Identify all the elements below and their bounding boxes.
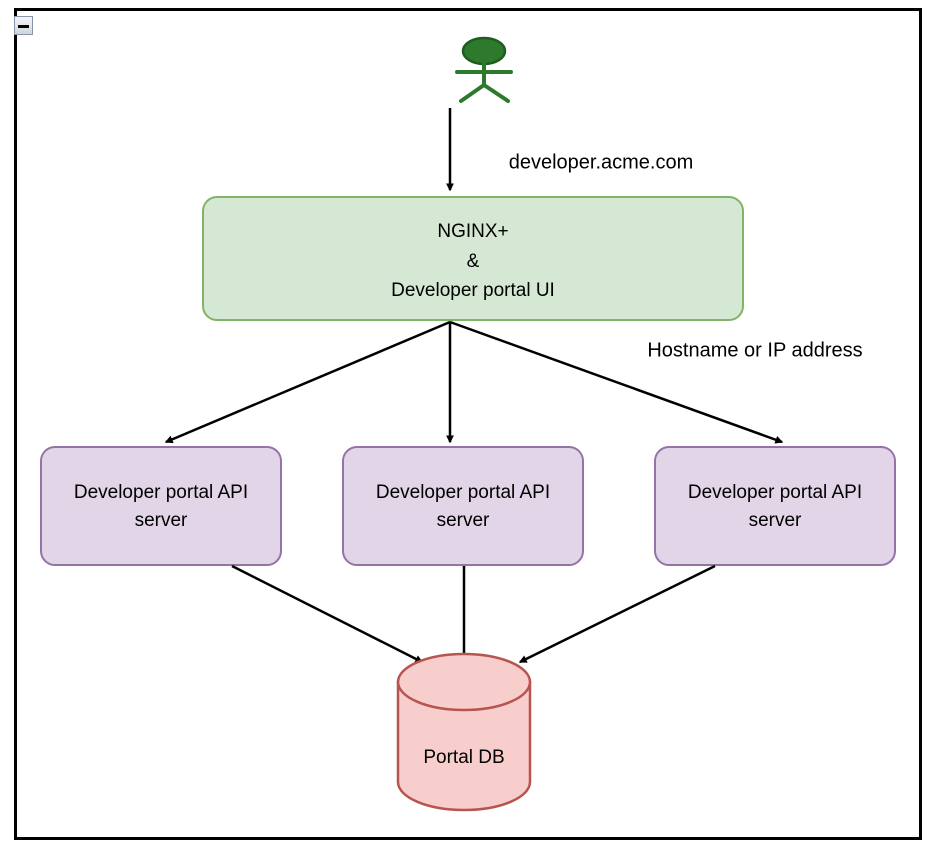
developer-portal-api-server-2[interactable]: Developer portal API server bbox=[342, 446, 584, 566]
api-server-1-box bbox=[40, 446, 282, 566]
nginx-developer-portal-ui[interactable]: NGINX+ & Developer portal UI bbox=[202, 196, 744, 321]
api-server-1-label-line-1: Developer portal API bbox=[74, 482, 248, 503]
api-server-3-label-line-1: Developer portal API bbox=[688, 482, 862, 503]
edge-gateway-to-api-1[interactable] bbox=[164, 320, 451, 444]
gateway-label-line-2: & bbox=[467, 251, 480, 272]
minus-icon bbox=[18, 25, 29, 28]
db-label: Portal DB bbox=[423, 747, 504, 768]
gateway-label-line-1: NGINX+ bbox=[437, 221, 508, 242]
db-cylinder-top bbox=[396, 652, 532, 712]
api-server-2-label-line-1: Developer portal API bbox=[376, 482, 550, 503]
db-cylinder-body bbox=[396, 680, 532, 812]
api-server-3-label-line-2: server bbox=[749, 510, 802, 531]
developer-portal-api-server-3[interactable]: Developer portal API server bbox=[654, 446, 896, 566]
user-actor[interactable] bbox=[455, 36, 513, 103]
edge-api-3-to-db[interactable] bbox=[518, 564, 716, 664]
developer-portal-api-server-1[interactable]: Developer portal API server bbox=[40, 446, 282, 566]
api-server-1-label-line-2: server bbox=[135, 510, 188, 531]
api-server-2-label-line-2: server bbox=[437, 510, 490, 531]
api-server-2-box bbox=[342, 446, 584, 566]
edge-gateway-to-api-3[interactable] bbox=[449, 320, 784, 444]
api-server-3-box bbox=[654, 446, 896, 566]
gateway-label-line-3: Developer portal UI bbox=[391, 280, 555, 301]
gateway-box bbox=[202, 196, 744, 321]
actor-leg-left-line bbox=[459, 83, 486, 103]
collapse-toggle[interactable] bbox=[14, 16, 33, 35]
portal-db[interactable]: Portal DB bbox=[396, 652, 532, 812]
actor-leg-right-line bbox=[482, 83, 510, 103]
edge-gateway-to-api-3-label: Hostname or IP address bbox=[647, 339, 862, 361]
edge-actor-to-gateway-label: developer.acme.com bbox=[509, 151, 694, 173]
edge-api-1-to-db[interactable] bbox=[231, 564, 424, 664]
actor-head-icon bbox=[461, 36, 507, 66]
